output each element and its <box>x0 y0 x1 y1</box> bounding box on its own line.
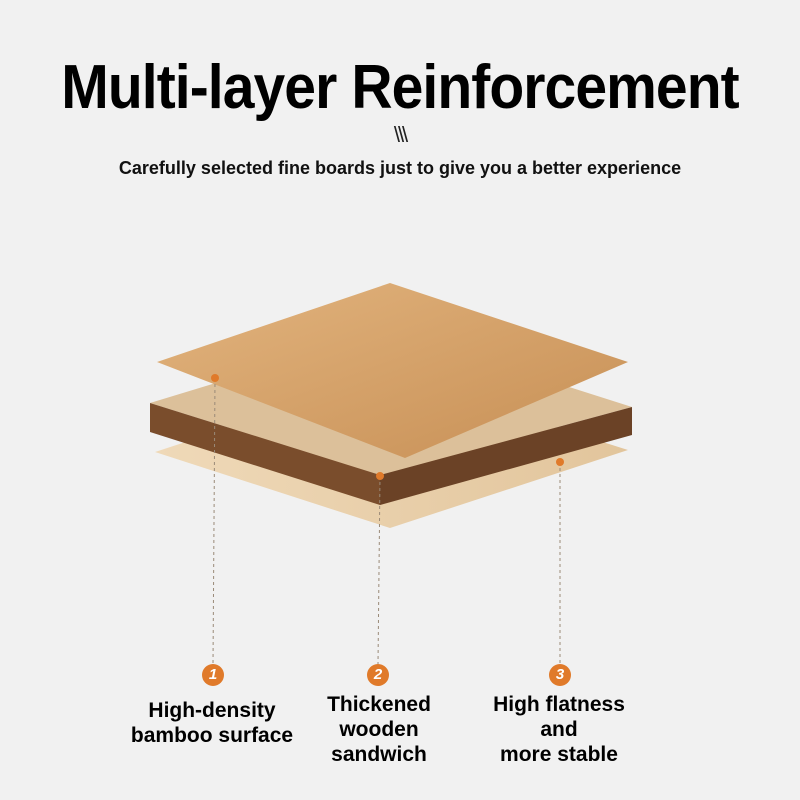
label-line: and <box>540 718 578 741</box>
number-badge-1: 1 <box>202 664 224 686</box>
label-line: wooden <box>339 718 419 741</box>
label-line: Thickened <box>327 693 431 716</box>
callout-lines <box>212 377 561 665</box>
number-badge-3: 3 <box>549 664 571 686</box>
feature-label-2: Thickened wooden sandwich <box>279 692 479 767</box>
subtitle: Carefully selected fine boards just to g… <box>118 158 682 178</box>
top-bamboo-layer <box>157 283 628 458</box>
divider-mark: \\\ <box>393 122 408 147</box>
label-line: High flatness <box>493 693 625 716</box>
number-badge-2: 2 <box>367 664 389 686</box>
feature-label-1: High-density bamboo surface <box>112 698 312 748</box>
label-line: sandwich <box>331 743 427 766</box>
callout-dot-3 <box>556 458 564 466</box>
callout-line-2 <box>377 475 381 665</box>
feature-label-3: High flatness and more stable <box>459 692 659 767</box>
label-line: bamboo surface <box>130 724 294 747</box>
page-title: Multi-layer Reinforcement <box>61 53 739 122</box>
label-line: more stable <box>500 743 618 766</box>
label-line: High-density <box>148 699 276 722</box>
callout-dot-1 <box>211 374 219 382</box>
core-board-left-face <box>150 403 380 505</box>
core-board-right-face <box>380 407 632 505</box>
callout-dot-2 <box>376 472 384 480</box>
